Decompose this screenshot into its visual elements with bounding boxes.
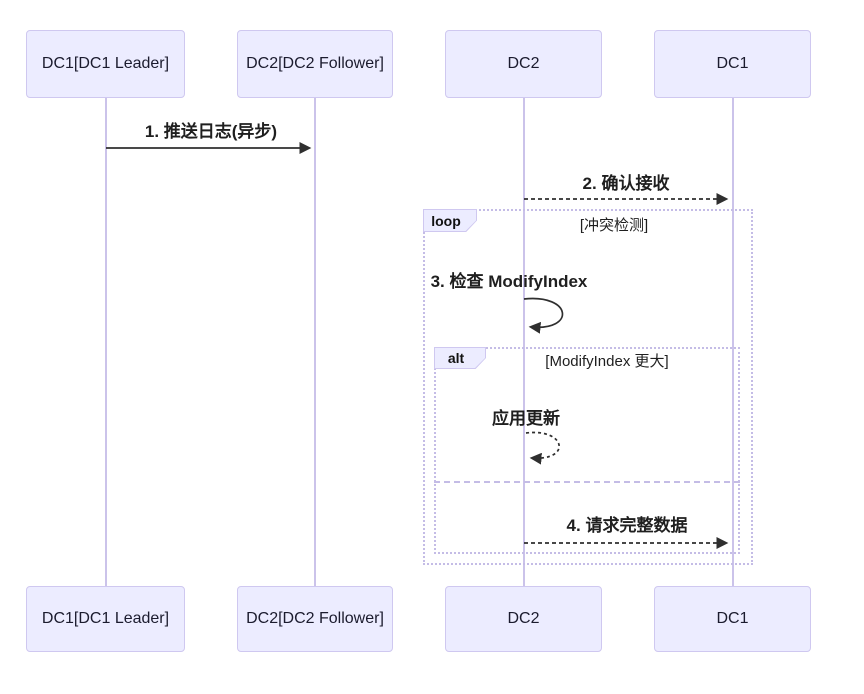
lifeline-dc1 [731,98,734,586]
message-4-label: 4. 请求完整数据 [566,516,688,535]
participant-dc1-top: DC1 [654,30,811,98]
loop-label-text: loop [431,212,461,229]
message-1-label: 1. 推送日志(异步) [144,122,278,141]
alt-divider [434,481,740,483]
participant-dc2-bottom: DC2 [445,586,602,652]
alt-frame-label: alt [434,347,486,369]
loop-frame [423,209,753,565]
participant-dc2-top: DC2 [445,30,602,98]
participant-dc1-leader-top: DC1[DC1 Leader] [26,30,185,98]
message-3-label: 3. 检查 ModifyIndex [430,272,588,291]
lifeline-dc2 [522,98,525,586]
alt-label-text: alt [447,350,465,366]
participant-dc1-bottom: DC1 [654,586,811,652]
message-2-label: 2. 确认接收 [582,174,670,193]
participant-dc2-follower-bottom: DC2[DC2 Follower] [237,586,393,652]
alt-condition-label: [ModifyIndex 更大] [545,353,669,370]
participant-dc2-follower-top: DC2[DC2 Follower] [237,30,393,98]
lifeline-dc1-leader [104,98,107,586]
loop-condition-label: [冲突检测] [579,217,649,234]
alt-frame [434,347,740,554]
loop-frame-label: loop [423,209,477,232]
apply-update-label: 应用更新 [492,409,560,428]
participant-dc1-leader-bottom: DC1[DC1 Leader] [26,586,185,652]
lifeline-dc2-follower [314,98,316,586]
